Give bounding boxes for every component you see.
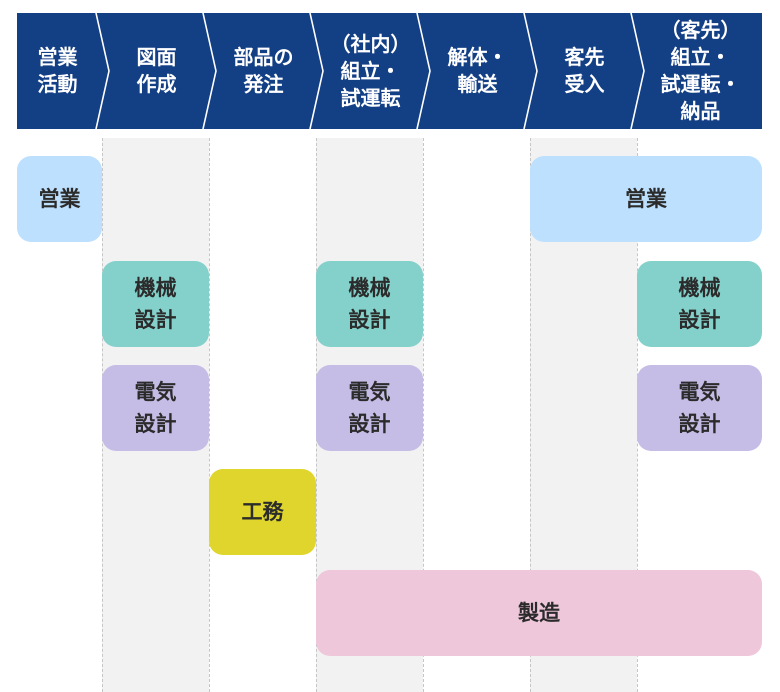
process-step-label: 部品の 発注 (233, 45, 294, 96)
process-header (17, 12, 762, 130)
chevron-separator (523, 12, 538, 130)
role-box: 機械 設計 (637, 261, 762, 347)
role-box: 営業 (17, 156, 102, 242)
process-step-label: 図面 作成 (136, 45, 177, 96)
process-step-label: 営業 活動 (37, 45, 78, 96)
chevron-separator (630, 12, 645, 130)
process-step-label: （客先） 組立・ 試運転・ 納品 (660, 18, 741, 123)
role-box: 工務 (209, 469, 316, 555)
column-divider (423, 138, 424, 692)
role-box: 機械 設計 (316, 261, 423, 347)
role-box: 電気 設計 (316, 365, 423, 451)
role-box: 製造 (316, 570, 762, 656)
column-divider (209, 138, 210, 692)
header-bar (17, 13, 762, 129)
chevron-separator (202, 12, 217, 130)
chevron-separator (95, 12, 110, 130)
role-box: 営業 (530, 156, 762, 242)
role-box: 機械 設計 (102, 261, 209, 347)
chevron-separator (309, 12, 324, 130)
column-divider (530, 138, 531, 692)
process-step-label: （社内） 組立・ 試運転 (330, 31, 411, 110)
process-step-label: 客先 受入 (564, 45, 605, 96)
role-box: 電気 設計 (637, 365, 762, 451)
role-box: 電気 設計 (102, 365, 209, 451)
chevron-separator (416, 12, 431, 130)
process-step-label: 解体・ 輸送 (447, 45, 508, 96)
